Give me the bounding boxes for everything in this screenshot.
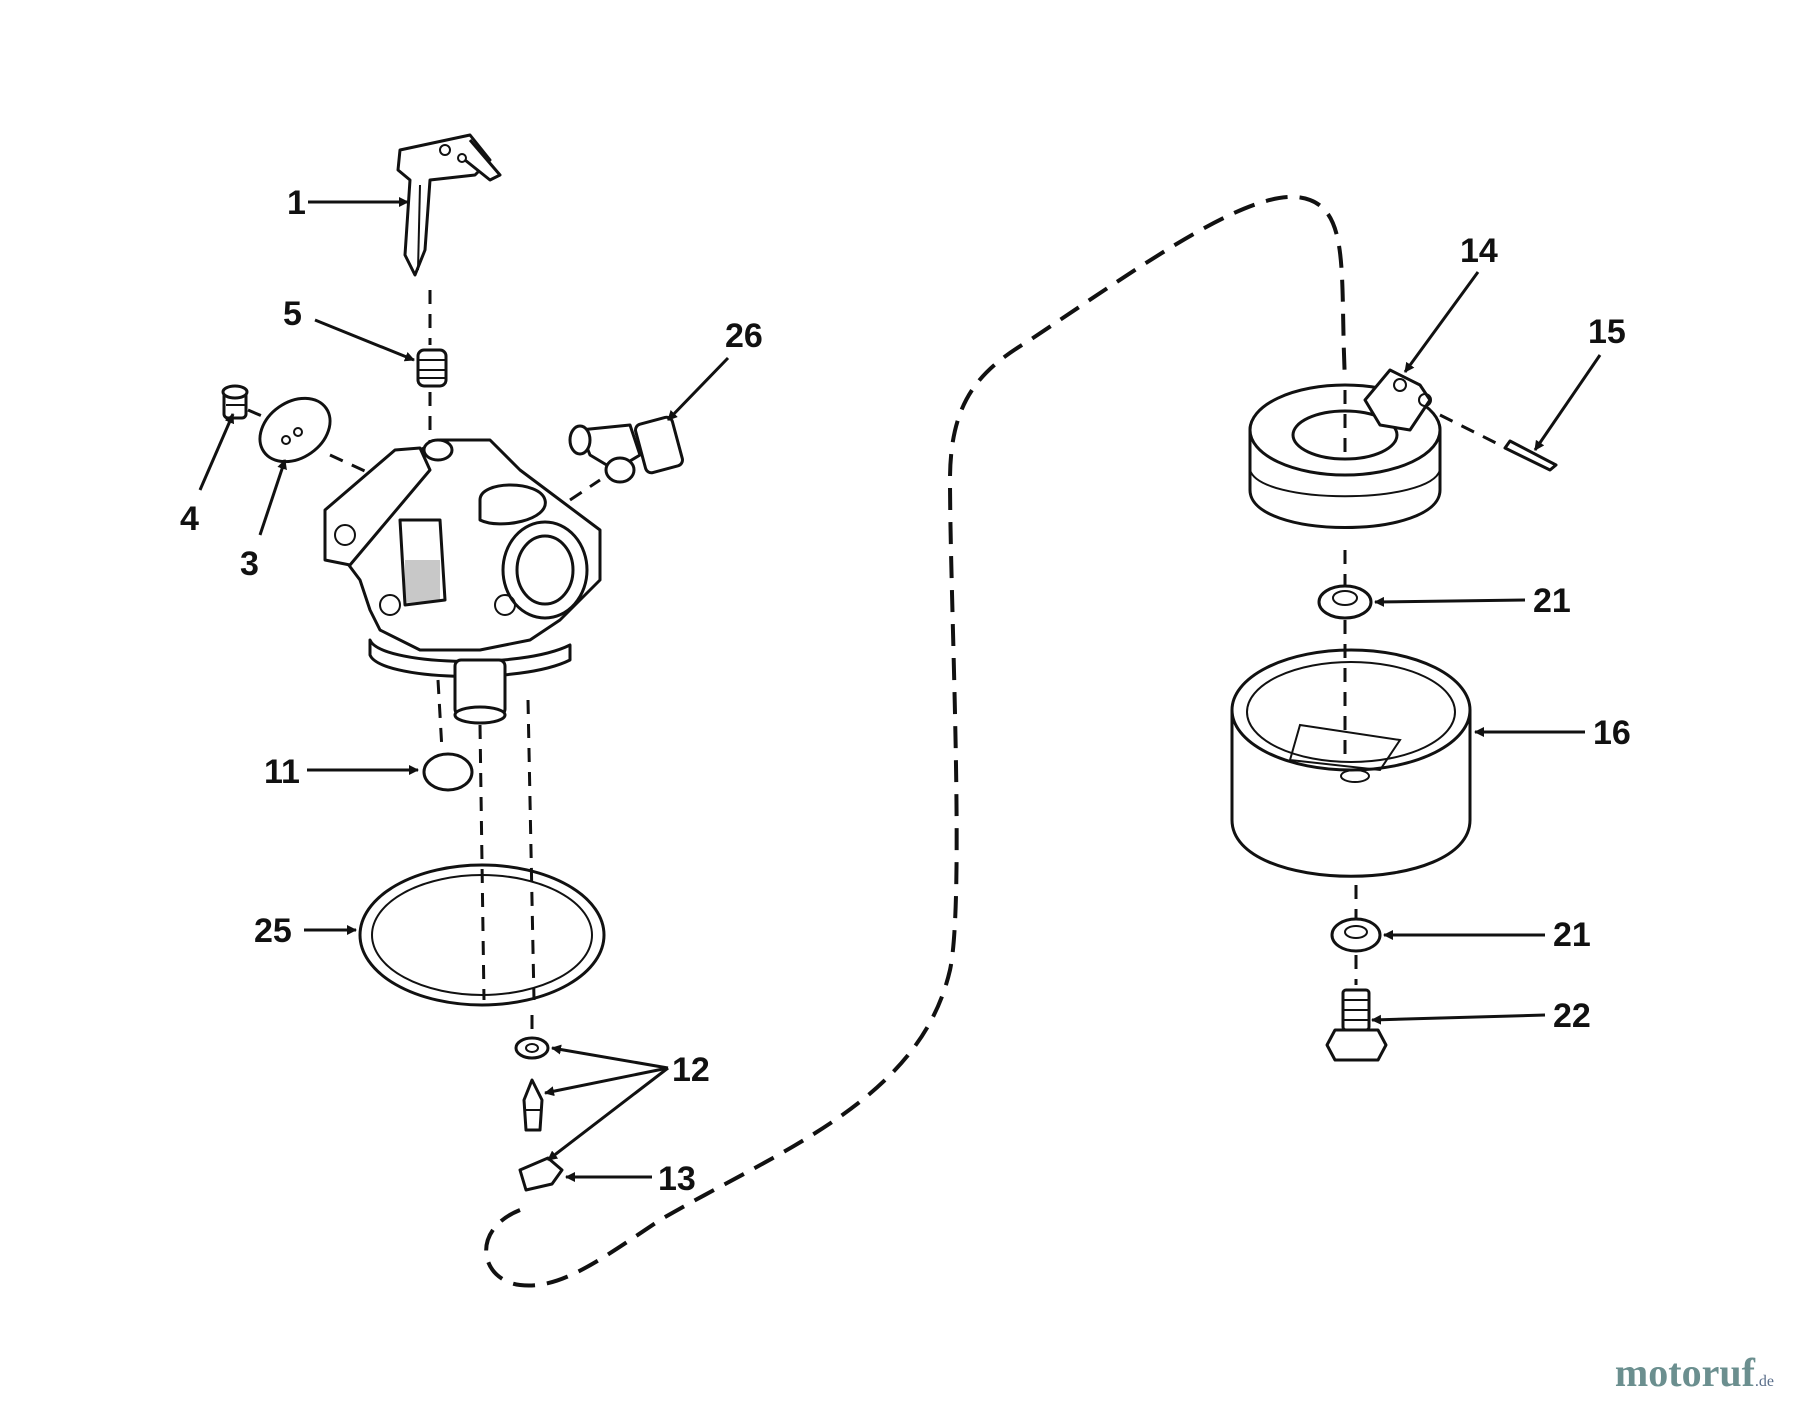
part-16-float-bowl: [1230, 648, 1472, 878]
dash-body-25: [478, 724, 486, 1001]
label-part-4: 4: [180, 500, 199, 538]
dash-body-12: [526, 699, 536, 1001]
part-14-float: [1248, 368, 1442, 529]
label-part-21-lower: 21: [1553, 916, 1591, 954]
part-15-float-pin: [1503, 439, 1558, 472]
label-part-11: 11: [264, 753, 300, 791]
part-26-fuel-fitting: [568, 415, 684, 484]
part-5-spring: [416, 348, 448, 388]
label-part-21-upper: 21: [1533, 582, 1571, 620]
carburetor-body: [323, 438, 602, 725]
dash-26-body: [569, 478, 601, 502]
label-part-26: 26: [725, 317, 763, 355]
label-part-15: 15: [1588, 313, 1626, 351]
part-1-throttle-shaft: [396, 133, 502, 277]
label-part-1: 1: [287, 184, 306, 222]
part-21-upper-washer: [1317, 584, 1373, 620]
leader-lines: [198, 197, 1602, 1182]
part-25-o-ring: [358, 863, 606, 1007]
watermark-tld: .de: [1754, 1373, 1774, 1390]
part-11-welch-plug: [422, 752, 474, 792]
part-22-bowl-nut: [1325, 988, 1388, 1062]
watermark-logo: motoruf.de: [1615, 1349, 1774, 1396]
part-21-lower-washer: [1330, 917, 1382, 953]
dash-body-11: [436, 679, 444, 751]
label-part-13: 13: [658, 1160, 696, 1198]
part-13-clip: [518, 1156, 564, 1192]
assembly-dashed-path: [484, 194, 1347, 1288]
dash-3-body: [329, 453, 381, 480]
part-3-throttle-plate: [258, 396, 332, 464]
dash-4-3: [247, 408, 263, 418]
label-part-5: 5: [283, 295, 302, 333]
label-part-25: 25: [254, 912, 292, 950]
watermark-brand: motoruf: [1614, 1350, 1755, 1395]
label-part-12: 12: [672, 1051, 710, 1089]
label-part-22: 22: [1553, 997, 1591, 1035]
label-part-16: 16: [1593, 714, 1631, 752]
label-part-3: 3: [240, 545, 259, 583]
label-part-14: 14: [1460, 232, 1498, 270]
dash-14-15: [1439, 413, 1501, 447]
part-12-needle-washer: [514, 1036, 550, 1132]
part-4-screw: [221, 384, 249, 420]
